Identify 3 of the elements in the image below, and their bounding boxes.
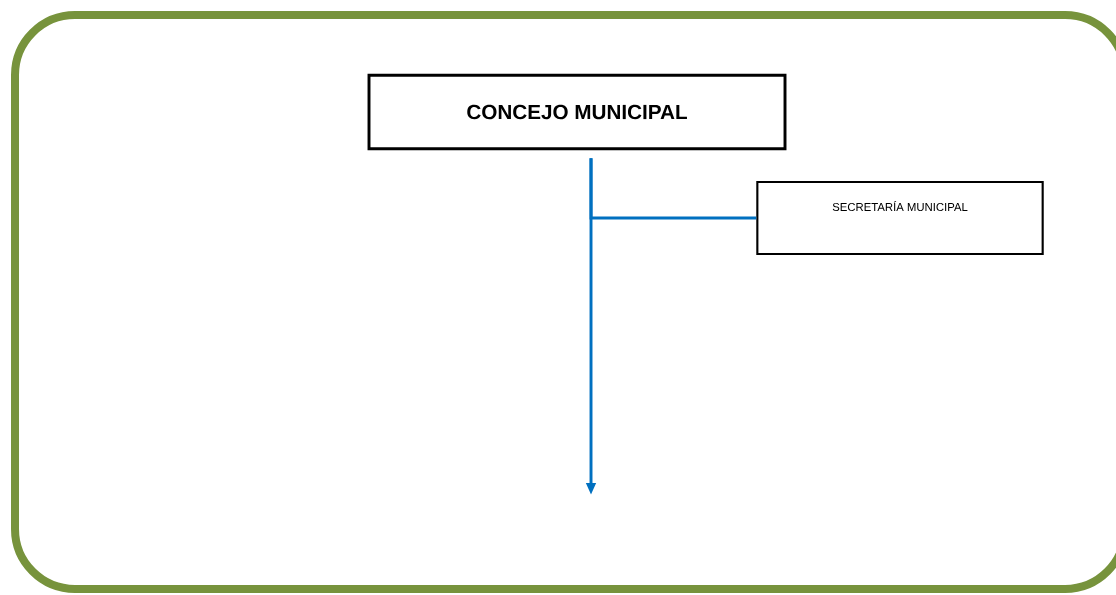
connector-line <box>589 158 757 220</box>
office-box: SECRETARÍA MUNICIPAL <box>756 180 1044 256</box>
title-box: CONCEJO MUNICIPAL <box>367 73 787 151</box>
